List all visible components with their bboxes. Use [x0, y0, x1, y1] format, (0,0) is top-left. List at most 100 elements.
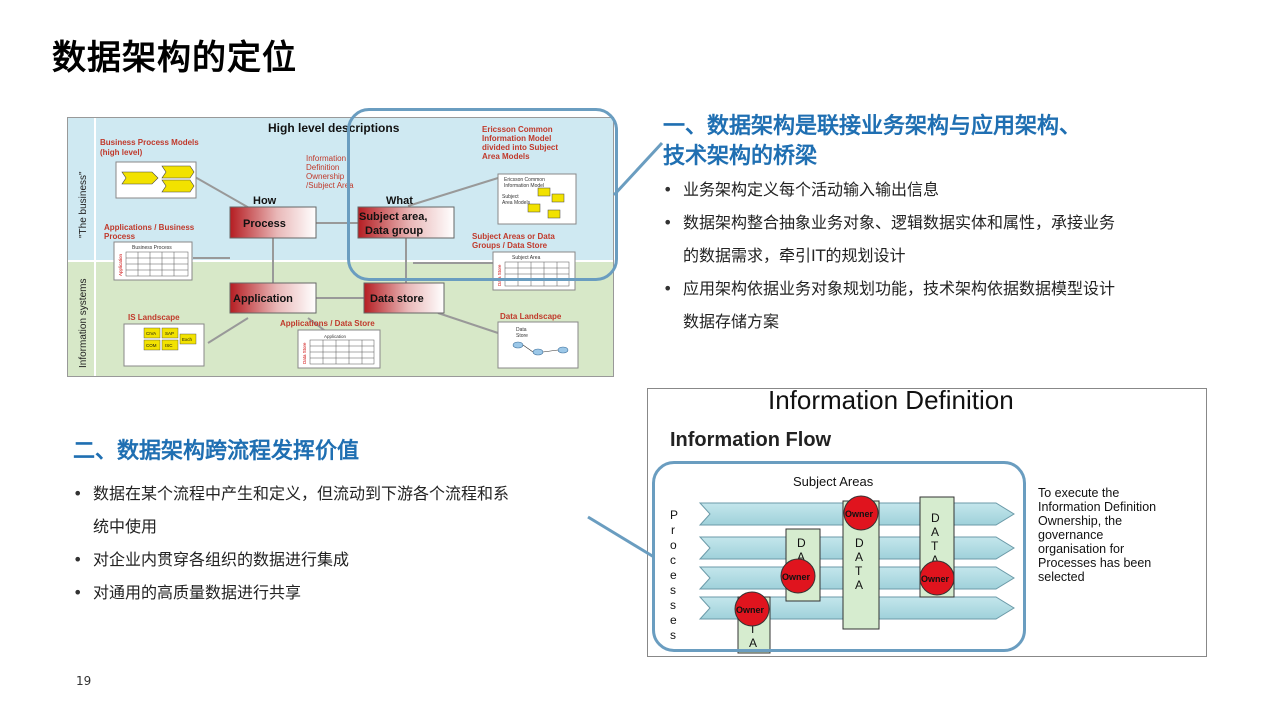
subject-label-1: Subject area,	[359, 211, 427, 223]
section1-heading-line1: 一、数据架构是联接业务架构与应用架构、	[663, 114, 1082, 139]
subject-areas-label: Subject Areas	[793, 474, 874, 489]
data-letter: T	[855, 564, 863, 578]
eric-label-3: divided into Subject	[482, 143, 558, 152]
sa-label-2: Groups / Data Store	[472, 241, 548, 250]
application-box	[229, 282, 317, 314]
owner-badge	[843, 495, 879, 531]
data-landscape-label: Data Landscape	[500, 312, 562, 321]
owner-label: Owner	[736, 605, 765, 615]
callout-connector-2	[587, 515, 655, 559]
page-title: 数据架构的定位	[52, 38, 297, 78]
note-line: Processes has been	[1038, 556, 1151, 570]
data-letter: A	[797, 550, 805, 564]
mini-app-label: Application	[118, 253, 123, 276]
data-letter: A	[931, 553, 939, 567]
info-def-title: Information Definition	[768, 389, 1014, 415]
data-letter: A	[855, 550, 863, 564]
mini-subject-1: Subject	[502, 194, 519, 200]
mini-eric-2: Information Model	[504, 183, 544, 189]
architecture-diagram-svg: "The business" Information systems High …	[68, 118, 613, 376]
bpm-label-2: (high level)	[100, 148, 143, 157]
section1-heading-line2: 技术架构的桥梁	[663, 144, 818, 169]
mini-data-store: Data Store	[497, 264, 502, 286]
owner-badge	[919, 560, 955, 596]
process-box	[229, 206, 317, 239]
idef-label-2: Definition	[306, 163, 339, 172]
mini-ds-1: Data	[516, 327, 527, 333]
sa-label-1: Subject Areas or Data	[472, 232, 555, 241]
architecture-diagram: "The business" Information systems High …	[67, 117, 614, 377]
eric-label-1: Ericsson Common	[482, 125, 553, 134]
idef-label-3: Ownership	[306, 172, 345, 181]
information-flow-svg: Information Definition Information Flow …	[670, 389, 1156, 654]
subject-label-2: Data group	[365, 225, 423, 237]
app-ds-label: Applications / Data Store	[280, 319, 375, 328]
data-letter: A	[931, 525, 939, 539]
application-label: Application	[233, 293, 293, 305]
note-line: Ownership, the	[1038, 514, 1122, 528]
note-line: To execute the	[1038, 486, 1119, 500]
processes-letter: e	[670, 568, 677, 582]
mini-bp-header: Business Process	[132, 245, 172, 251]
process-label: Process	[243, 218, 286, 230]
what-label: What	[386, 195, 413, 207]
data-store-box	[363, 282, 445, 314]
owner-label: Owner	[782, 572, 811, 582]
processes-letter: c	[670, 553, 676, 567]
processes-letter: e	[670, 613, 677, 627]
information-flow-diagram: Information Definition Information Flow …	[647, 388, 1207, 657]
callout-connector-1	[612, 141, 664, 197]
callout-frame-1	[347, 108, 618, 281]
data-letter: D	[855, 536, 864, 550]
section1-bullets: 业务架构定义每个活动输入输出信息 数据架构整合抽象业务对象、逻辑数据实体和属性，…	[663, 173, 1223, 338]
eric-label-2: Information Model	[482, 134, 551, 143]
owner-label: Owner	[845, 509, 874, 519]
data-letter: D	[931, 511, 940, 525]
is-cell: COM	[146, 343, 157, 348]
processes-letter: s	[670, 583, 676, 597]
is-cell: Exch	[182, 337, 193, 342]
is-cell: SAP	[165, 331, 174, 336]
is-cell: CIVA	[146, 331, 156, 336]
idef-label-4: /Subject Area	[306, 181, 354, 190]
is-landscape-label: IS Landscape	[128, 313, 180, 322]
band-is-label: Information systems	[78, 279, 89, 368]
note-line: governance	[1038, 528, 1103, 542]
mini-ds-2: Store	[516, 333, 528, 339]
data-letter: T	[931, 539, 939, 553]
bpm-label-1: Business Process Models	[100, 138, 199, 147]
bullet-item: 业务架构定义每个活动输入输出信息	[663, 173, 1223, 206]
mini-eric-1: Ericsson Common	[504, 177, 545, 183]
owner-badge	[780, 558, 816, 594]
bullet-item: 数据架构整合抽象业务对象、逻辑数据实体和属性，承接业务的数据需求，牵引IT的规划…	[663, 206, 1223, 272]
data-letter: A	[749, 636, 757, 650]
page-number: 19	[76, 674, 92, 688]
info-flow-subtitle: Information Flow	[670, 429, 832, 451]
processes-letter: r	[671, 523, 675, 537]
data-letter: T	[749, 622, 757, 636]
is-cell: ISC	[165, 343, 173, 348]
note-line: selected	[1038, 570, 1085, 584]
data-letter: D	[797, 536, 806, 550]
how-label: How	[253, 195, 277, 207]
data-store-label: Data store	[370, 293, 424, 305]
owner-label: Owner	[921, 574, 950, 584]
eric-label-4: Area Models	[482, 152, 530, 161]
subject-area-box	[357, 206, 455, 239]
app-bp-label-1: Applications / Business	[104, 223, 195, 232]
processes-letter: o	[670, 538, 677, 552]
note-line: organisation for	[1038, 542, 1124, 556]
bullet-item: 对企业内贯穿各组织的数据进行集成	[73, 543, 593, 576]
owner-badge	[734, 591, 770, 627]
callout-frame-2	[652, 461, 1026, 652]
mini-subject-area: Subject Area	[512, 255, 541, 261]
section1-heading: 一、数据架构是联接业务架构与应用架构、 技术架构的桥梁	[663, 112, 1081, 172]
band-business-label: "The business"	[78, 171, 89, 238]
mini-application: Application	[324, 334, 347, 339]
mini-data-store-2: Data Store	[302, 342, 307, 364]
section2-heading: 二、数据架构跨流程发挥价值	[73, 439, 360, 464]
note-line: Information Definition	[1038, 500, 1156, 514]
